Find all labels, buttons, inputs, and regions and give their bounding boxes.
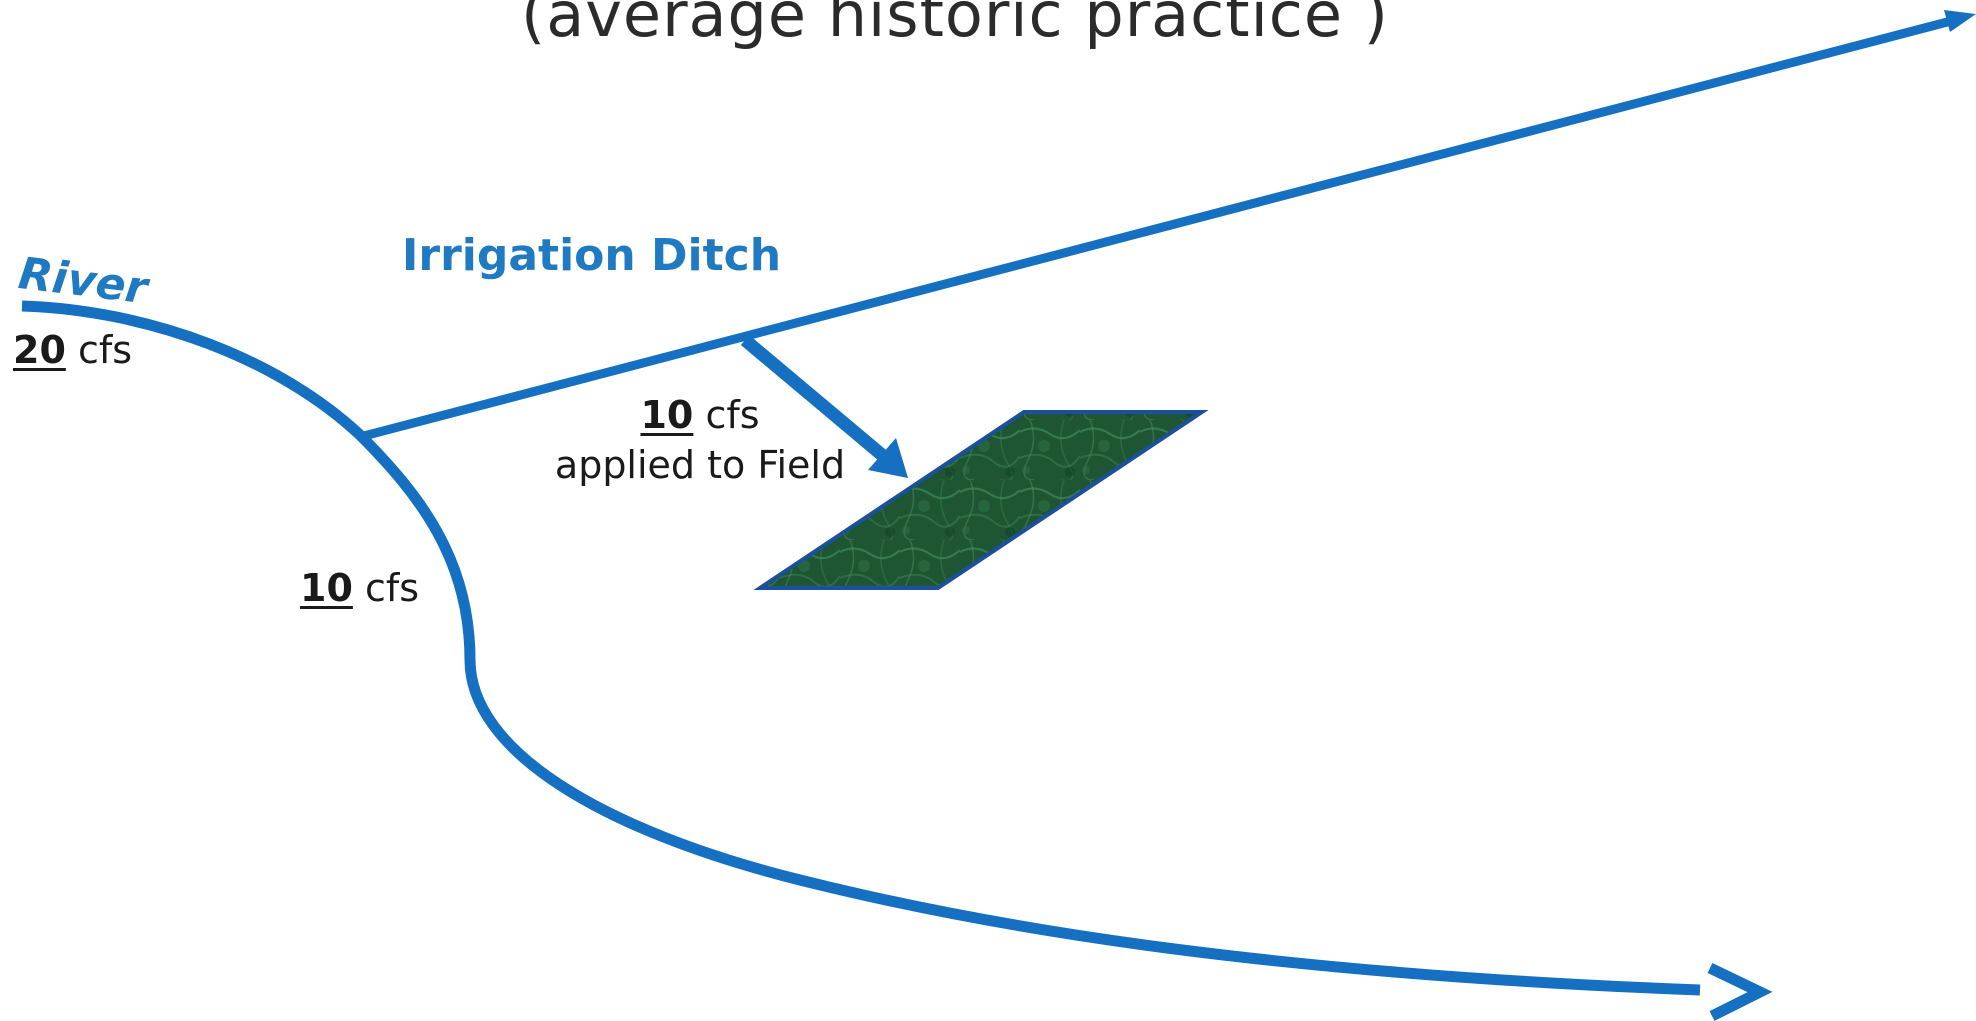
river-outflow-unit: cfs: [364, 566, 420, 610]
river-inflow-unit: cfs: [77, 328, 133, 372]
field-flow-value: 10: [640, 393, 694, 437]
field-flow-note: applied to Field: [554, 443, 846, 487]
river-outflow-arrowhead: [1707, 963, 1773, 1021]
field-flow-amount: 10 cfs: [540, 390, 860, 440]
field-diversion-arrowhead: [868, 438, 908, 478]
river-inflow-label: 20 cfs: [13, 328, 132, 372]
field-flow-label: 10 cfs applied to Field: [540, 390, 860, 490]
field-diversion-arrow-shaft: [740, 335, 887, 460]
irrigation-ditch-line: [358, 15, 1957, 442]
field-flow-unit: cfs: [705, 393, 760, 437]
river-outflow-value: 10: [300, 566, 353, 610]
river-outflow-label: 10 cfs: [300, 566, 419, 610]
diagram-title: (average historic practice ): [521, 0, 1389, 51]
river-channel: [21, 300, 1701, 996]
river-inflow-value: 20: [13, 328, 66, 372]
ditch-arrowhead: [1944, 10, 1976, 32]
field-parcel: [753, 410, 1209, 590]
irrigation-ditch-label: Irrigation Ditch: [402, 230, 782, 281]
